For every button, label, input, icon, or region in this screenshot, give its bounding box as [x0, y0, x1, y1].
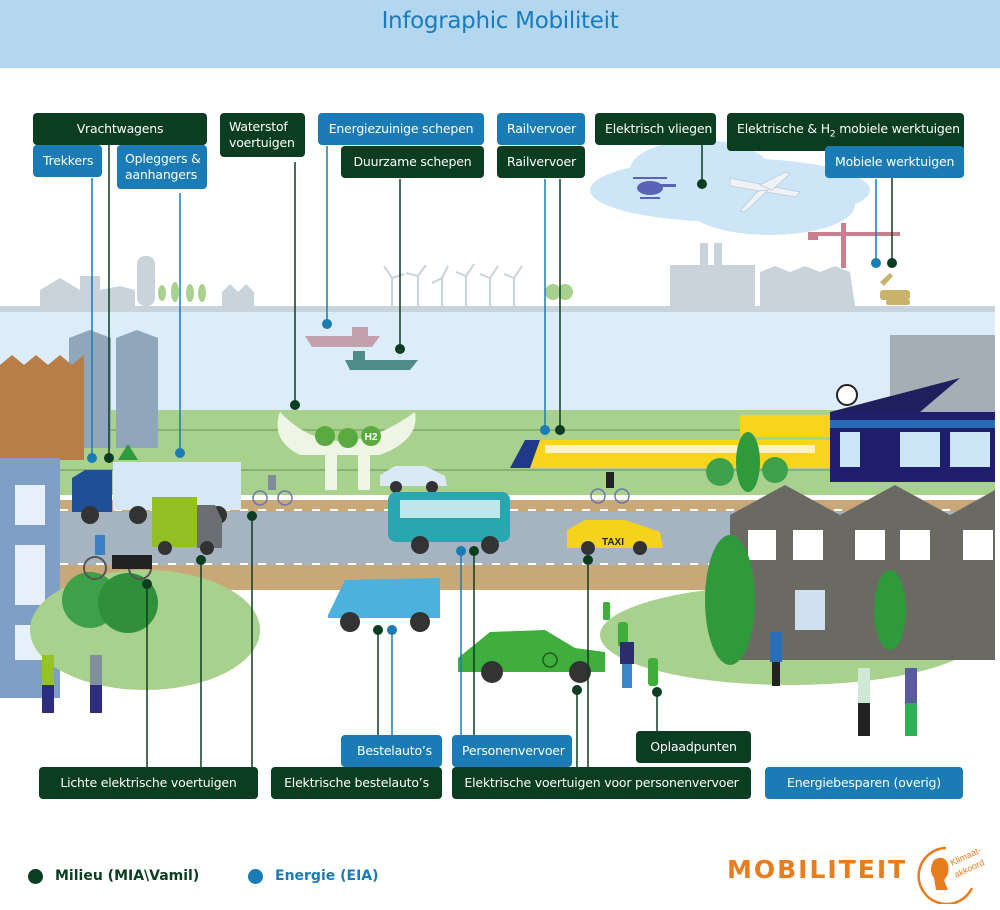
horizon-skyline [0, 243, 995, 312]
label-waterstof-voertuigen: Waterstof voertuigen [220, 113, 305, 157]
label-energiezuinige-schepen: Energiezuinige schepen [318, 113, 484, 145]
boat-teal [345, 351, 418, 370]
label-waterstof-line2: voertuigen [229, 135, 295, 150]
taxi-sign: TAXI [602, 537, 624, 548]
label-duurzame-schepen: Duurzame schepen [341, 146, 484, 178]
legend-milieu-dot-icon [28, 868, 43, 884]
klimaatakkoord-logo-icon: Klimaat- akkoord [917, 845, 986, 904]
row-houses [730, 485, 995, 660]
people [42, 632, 917, 736]
cyclist-icon-2 [590, 472, 630, 504]
label-railvervoer-milieu: Railvervoer [497, 146, 585, 178]
crane-icon [808, 223, 900, 268]
label-opleggers-line1: Opleggers & [125, 151, 201, 166]
label-opleggers-aanhangers: Opleggers & aanhangers [117, 145, 207, 189]
label-waterstof-line1: Waterstof [229, 119, 288, 134]
electric-delivery-truck-icon [152, 497, 222, 555]
bus-icon [388, 492, 510, 554]
connectors [87, 145, 897, 767]
legend-energie-label: Energie (EIA) [275, 868, 379, 884]
label-trekkers: Trekkers [33, 145, 102, 177]
electric-car-icon [458, 630, 605, 683]
airplane-icon [729, 171, 801, 213]
label-mobiele-werktuigen: Mobiele werktuigen [825, 146, 964, 178]
trees [118, 432, 906, 665]
label-opleggers-line2: aanhangers [125, 167, 198, 182]
boat-pink [305, 327, 380, 347]
label-h2-pre: Elektrische & H [737, 121, 830, 136]
wind-turbines [383, 263, 523, 306]
label-personenvervoer: Personenvervoer [452, 735, 572, 767]
label-elektrische-bestelautos: Elektrische bestelauto’s [271, 767, 442, 799]
legend-energie: Energie (EIA) [248, 868, 379, 884]
label-energiebesparen-overig: Energiebesparen (overig) [765, 767, 963, 799]
water [0, 312, 995, 412]
brand-mobiliteit: MOBILITEIT [727, 855, 908, 884]
cyclist-icon [252, 475, 293, 506]
building-brick [0, 355, 84, 460]
car-white-icon [380, 466, 447, 493]
hydrogen-station: H2 [277, 412, 416, 490]
label-h2-sub: 2 [829, 129, 836, 140]
label-vrachtwagens: Vrachtwagens [33, 113, 207, 145]
label-lichte-elektrische-voertuigen: Lichte elektrische voertuigen [39, 767, 258, 799]
label-elektrisch-vliegen: Elektrisch vliegen [595, 113, 716, 145]
label-h2-post: mobiele werktuigen [835, 121, 960, 136]
excavator-icon [880, 273, 910, 305]
helicopter-icon [633, 177, 676, 199]
label-bestelautos: Bestelauto’s [341, 735, 442, 767]
horizon-trees [158, 282, 573, 302]
label-railvervoer-energie: Railvervoer [497, 113, 585, 145]
train-station [830, 335, 995, 482]
clock-icon [836, 384, 858, 406]
legend-milieu-label: Milieu (MIA\Vamil) [55, 868, 200, 884]
legend-energie-dot-icon [248, 868, 263, 884]
label-elektrische-voertuigen-personenvervoer: Elektrische voertuigen voor personenverv… [452, 767, 751, 799]
legend-milieu: Milieu (MIA\Vamil) [28, 868, 199, 884]
header-banner: Infographic Mobiliteit [0, 0, 1000, 68]
van-icon [328, 578, 440, 632]
taxi-icon: TAXI [567, 520, 663, 555]
cargo-bike-icon [83, 535, 152, 580]
h2-sign: H2 [365, 432, 378, 443]
label-elektrische-h2-mobiele-werktuigen: Elektrische & H2 mobiele werktuigen [727, 113, 964, 151]
label-oplaadpunten: Oplaadpunten [636, 731, 751, 763]
page-title: Infographic Mobiliteit [381, 8, 619, 34]
charging-points [603, 602, 658, 686]
